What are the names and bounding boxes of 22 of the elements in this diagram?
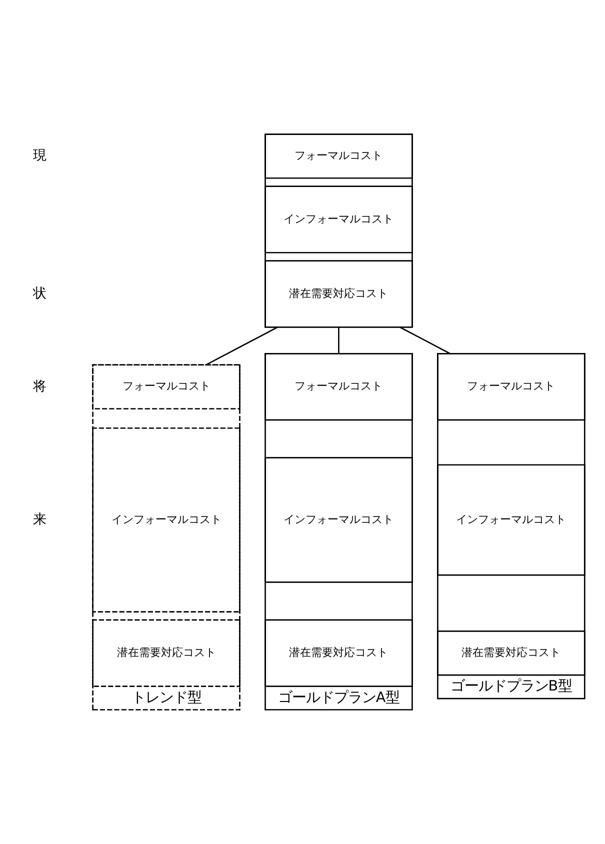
label: 状 xyxy=(33,286,46,302)
connector xyxy=(206,326,278,366)
node-box: インフォーマルコスト xyxy=(437,464,586,576)
node-box: フォーマルコスト xyxy=(264,352,413,421)
node-box: インフォーマルコスト xyxy=(264,457,413,583)
node-label: ゴールドプランB型 xyxy=(450,678,572,695)
node-box: 潜在需要対応コスト xyxy=(437,630,586,676)
node-label: ゴールドプランA型 xyxy=(278,690,400,706)
connector xyxy=(400,326,450,354)
node-box: インフォーマルコスト xyxy=(264,186,413,254)
node-box: 潜在需要対応コスト xyxy=(264,260,413,328)
label: 将 xyxy=(33,379,46,394)
node-box: 潜在需要対応コスト xyxy=(92,619,240,687)
node-box: 潜在需要対応コスト xyxy=(264,619,413,687)
node-label: トレンド型 xyxy=(131,690,202,706)
node-box: インフォーマルコスト xyxy=(92,427,240,612)
label: 現 xyxy=(33,148,46,164)
connector xyxy=(338,327,340,354)
node-box: フォーマルコスト xyxy=(92,364,240,410)
node-box: フォーマルコスト xyxy=(264,134,413,179)
node-box: フォーマルコスト xyxy=(437,352,586,421)
label: 来 xyxy=(33,512,46,528)
